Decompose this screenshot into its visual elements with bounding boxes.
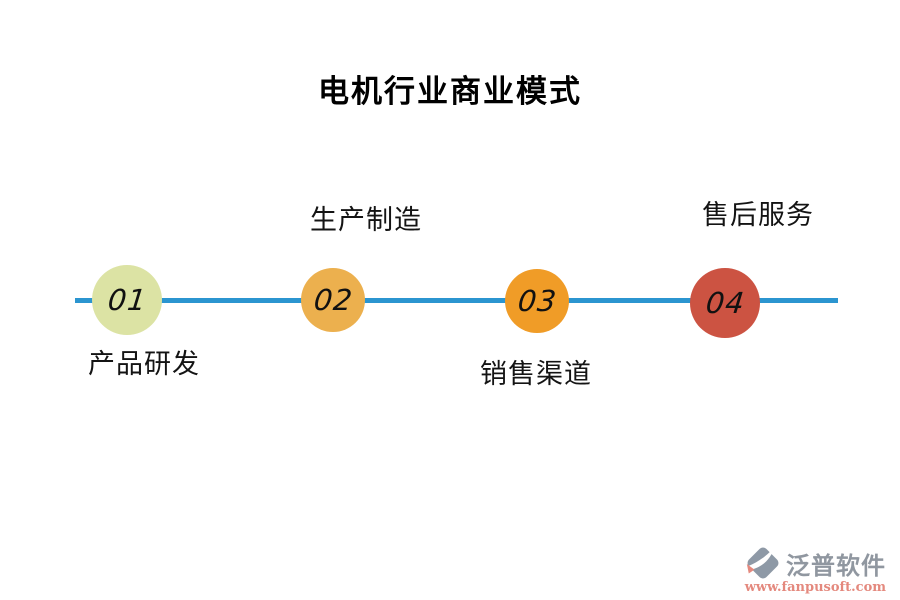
page-title: 电机行业商业模式 bbox=[318, 74, 582, 110]
step-circle-03: 03 bbox=[505, 269, 569, 333]
fanpu-logo-icon bbox=[743, 544, 783, 582]
watermark: 泛普软件 www.fanpusoft.com bbox=[743, 544, 886, 595]
step-number-04: 04 bbox=[703, 286, 747, 320]
step-number-03: 03 bbox=[515, 284, 559, 318]
step-circle-04: 04 bbox=[690, 268, 760, 338]
step-label-03: 销售渠道 bbox=[480, 359, 592, 390]
step-label-02: 生产制造 bbox=[310, 205, 422, 236]
step-number-01: 01 bbox=[105, 283, 149, 317]
step-circle-01: 01 bbox=[92, 265, 162, 335]
timeline-line bbox=[75, 298, 838, 303]
watermark-brand: 泛普软件 bbox=[786, 550, 886, 580]
step-number-02: 02 bbox=[311, 283, 355, 317]
step-label-01: 产品研发 bbox=[88, 349, 200, 380]
step-circle-02: 02 bbox=[301, 268, 365, 332]
watermark-url: www.fanpusoft.com bbox=[744, 580, 886, 595]
step-label-04: 售后服务 bbox=[702, 200, 814, 231]
